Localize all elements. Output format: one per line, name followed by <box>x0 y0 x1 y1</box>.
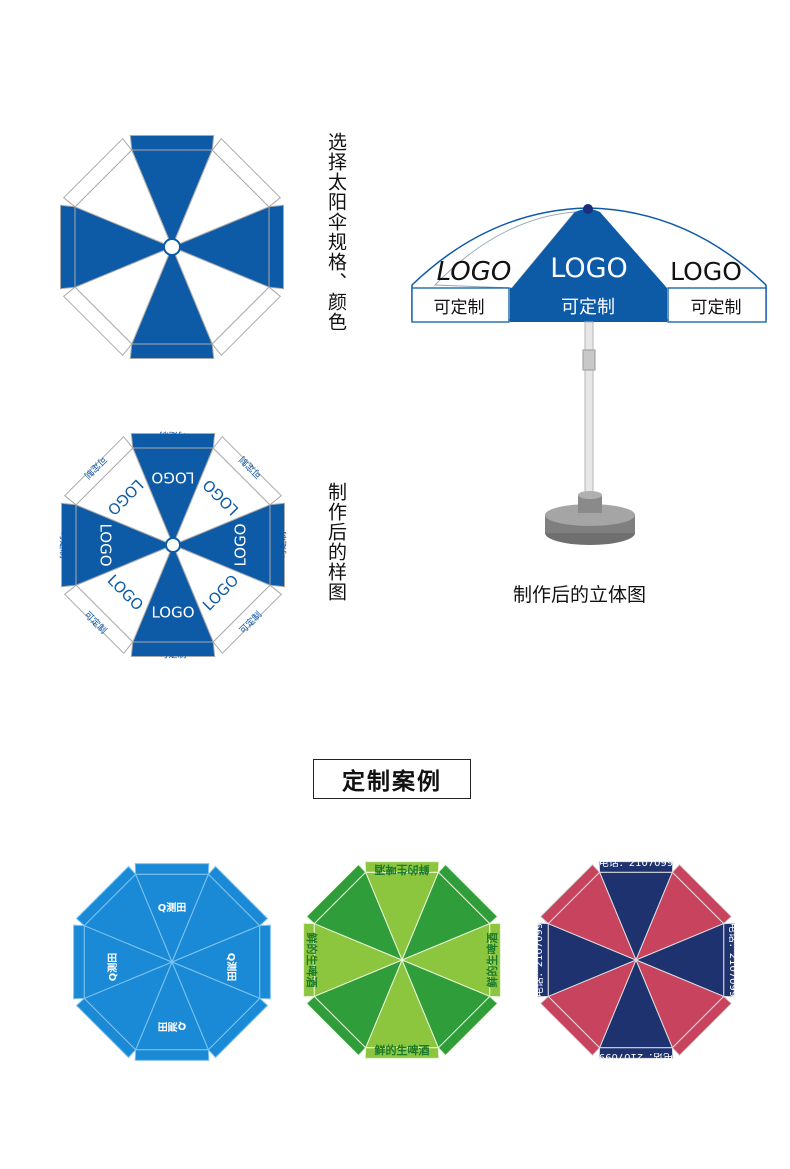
umbrella2-valance <box>212 584 283 655</box>
custom-text-center: 可定制 <box>561 297 615 318</box>
umbrella2-valance <box>63 584 134 655</box>
panel-custom-text: 可定制 <box>277 531 289 558</box>
umbrella1-valance <box>62 137 133 208</box>
case1-brand-text: Q测田 <box>158 1020 187 1033</box>
panel-logo-text: LOGO <box>97 523 115 566</box>
umbrella-top-view-plain <box>60 135 284 359</box>
case2-valance <box>303 922 315 998</box>
case2-valance <box>364 861 440 873</box>
valance-right <box>667 287 767 323</box>
case2-brand-text: 鲜的生啤酒 <box>485 933 499 988</box>
case2-valance <box>437 863 499 925</box>
panel-logo-text: LOGO <box>151 469 194 487</box>
umbrella1-valance <box>62 286 133 357</box>
case3-valance <box>598 1047 674 1059</box>
case2-valance <box>489 922 501 998</box>
case1-brand-text: Q测田 <box>158 901 187 914</box>
case1-valance <box>207 865 269 927</box>
step2-label: 制作后的样图 <box>325 482 347 602</box>
case2-valance <box>364 1047 440 1059</box>
case3-phone-text: 电话：2107099 <box>599 1051 674 1064</box>
case3-valance <box>539 995 601 1057</box>
umbrella2-valance <box>63 435 134 506</box>
case3-valance <box>537 922 549 998</box>
case2-valance <box>305 863 367 925</box>
case1-valance <box>259 924 271 1000</box>
umbrella1-valance <box>211 286 282 357</box>
umbrella2-valance <box>269 502 285 588</box>
panel-custom-text: 可定制 <box>58 531 70 558</box>
panel-custom-text: 可定制 <box>159 430 186 442</box>
case-umbrella-blue: Q测田 Q测田 Q测田 Q测田 <box>73 863 271 1061</box>
umbrella-3d-view: LOGO LOGO LOGO 可定制 可定制 可定制 <box>411 204 767 545</box>
case3-phone-text: 电话：2107099 <box>727 923 740 998</box>
logo-text-center: LOGO <box>550 253 628 284</box>
case3-valance <box>598 861 674 873</box>
case-umbrella-green: 鲜的生啤酒 鲜的生啤酒 鲜的生啤酒 鲜的生啤酒 <box>303 861 501 1059</box>
umbrella-finial <box>583 204 593 214</box>
three-d-caption: 制作后的立体图 <box>513 584 647 606</box>
umbrella2-valance <box>130 641 216 657</box>
umbrella1-valance <box>129 343 215 359</box>
umbrella2-valance <box>212 435 283 506</box>
case2-brand-text: 鲜的生啤酒 <box>375 1043 430 1057</box>
umbrella2-valance <box>61 502 77 588</box>
case2-valance <box>305 995 367 1057</box>
umbrella-center-cap <box>163 238 181 256</box>
case1-valance <box>134 863 210 875</box>
umbrella-center-cap <box>165 537 181 553</box>
step1-label: 选择太阳伞规格、颜色 <box>325 132 347 332</box>
valance-center <box>510 288 667 322</box>
case3-phone-text: 电话：2107099 <box>599 856 674 869</box>
panel-logo-text: LOGO <box>232 523 250 566</box>
umbrella-pole <box>584 321 594 503</box>
custom-text-right: 可定制 <box>691 298 742 318</box>
umbrella2-valance <box>130 433 216 449</box>
case1-valance <box>73 924 85 1000</box>
case2-brand-text: 鲜的生啤酒 <box>305 933 319 988</box>
logo-text-right: LOGO <box>670 257 742 286</box>
custom-text-left: 可定制 <box>434 298 485 318</box>
valance-left <box>411 287 510 323</box>
case3-valance <box>671 863 733 925</box>
case2-brand-text: 鲜的生啤酒 <box>375 863 430 877</box>
case3-phone-text: 电话：2107099 <box>532 923 545 998</box>
case1-brand-text: Q测田 <box>106 953 119 982</box>
case3-valance <box>539 863 601 925</box>
case-umbrella-navy-pink: 电话：2107099 电话：2107099 电话：2107099 电话：2107… <box>532 856 740 1064</box>
logo-text-left: LOGO <box>437 257 512 287</box>
pole-joint <box>582 349 596 371</box>
umbrella1-valance <box>60 204 76 290</box>
case3-valance <box>723 922 735 998</box>
case1-valance <box>134 1049 210 1061</box>
case2-valance <box>437 995 499 1057</box>
umbrella1-valance <box>129 135 215 151</box>
case1-valance <box>207 997 269 1059</box>
panel-logo-text: LOGO <box>151 604 194 622</box>
panel-custom-text: 可定制 <box>159 649 186 661</box>
case1-valance <box>75 997 137 1059</box>
umbrella1-valance <box>268 204 284 290</box>
case1-valance <box>75 865 137 927</box>
case3-valance <box>671 995 733 1057</box>
case1-brand-text: Q测田 <box>225 953 238 982</box>
umbrella1-valance <box>211 137 282 208</box>
section-title: 定制案例 <box>313 759 471 799</box>
